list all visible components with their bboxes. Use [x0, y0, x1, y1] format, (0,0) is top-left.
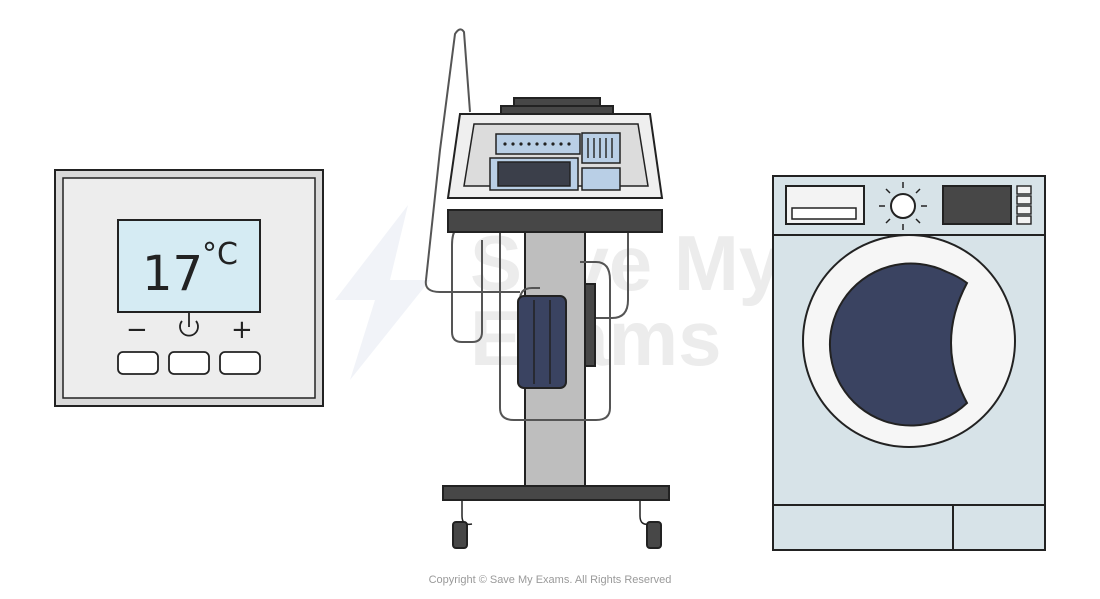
washer-display [942, 185, 1012, 225]
machine-base [442, 485, 670, 501]
machine-side-bracket [584, 283, 596, 367]
temperature-unit: °C [202, 237, 238, 272]
thermostat-screen [117, 219, 261, 313]
machine-wheel-left [452, 521, 468, 549]
thermostat: 17 °C − + [54, 169, 324, 407]
washer-buttons[interactable] [1016, 185, 1032, 225]
minus-symbol: − [126, 315, 148, 345]
machine-canister [517, 295, 567, 389]
watermark-bolt-icon [335, 205, 430, 380]
plus-button[interactable] [219, 351, 261, 375]
plus-symbol: + [231, 315, 253, 345]
machine-casters [461, 500, 651, 526]
monitor-screen [497, 161, 571, 187]
sun-dial-icon[interactable] [879, 182, 927, 230]
minus-button[interactable] [117, 351, 159, 375]
monitor-leds [503, 142, 571, 146]
washer-door-glass [828, 262, 969, 427]
machine-wheel-right [646, 521, 662, 549]
copyright-notice: Copyright © Save My Exams. All Rights Re… [428, 574, 672, 586]
medical-machine [424, 28, 670, 549]
power-button[interactable] [168, 351, 210, 375]
monitor-side-panel [581, 167, 621, 191]
monitor-bars [587, 138, 613, 158]
temperature-value: 17 [142, 246, 203, 302]
power-icon [179, 313, 199, 337]
machine-shelf [447, 209, 663, 233]
washing-machine [772, 175, 1046, 551]
detergent-drawer-handle [791, 207, 857, 220]
